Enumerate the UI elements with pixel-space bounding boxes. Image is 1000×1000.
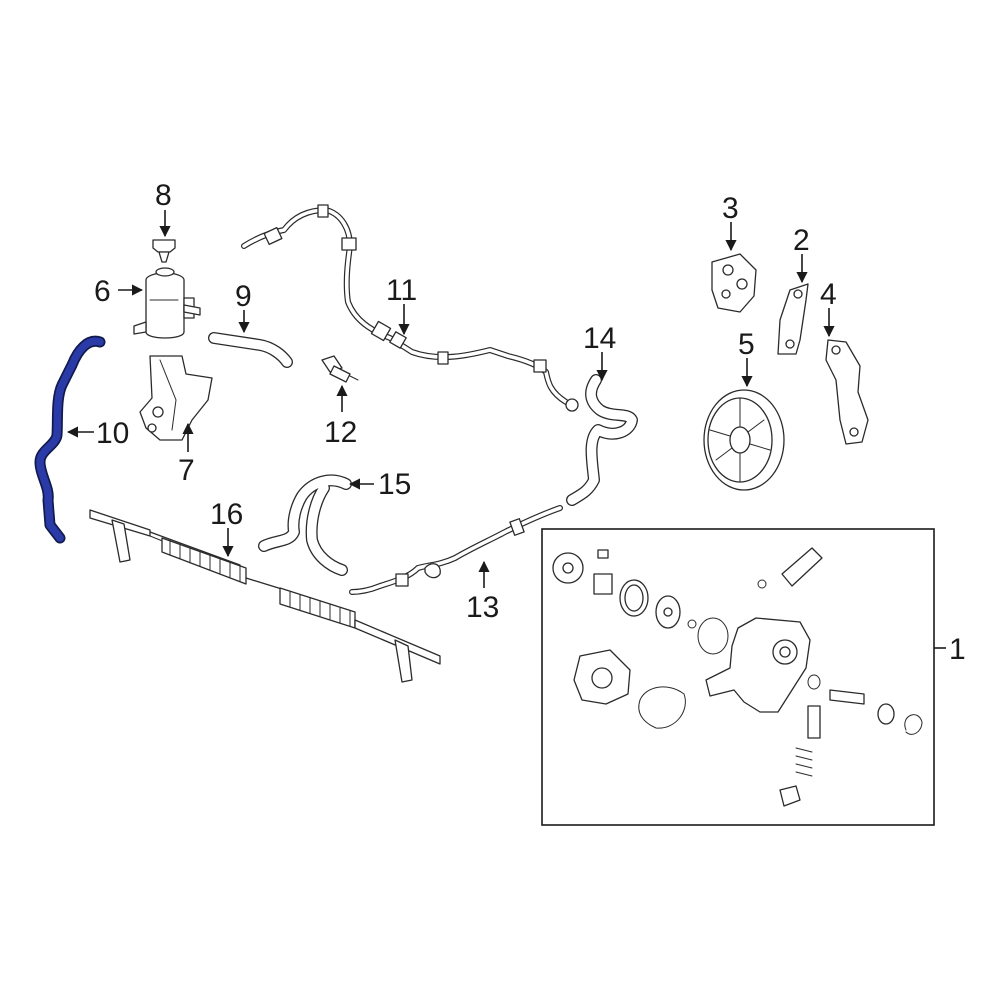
part-7-reservoir-bracket[interactable] — [139, 355, 213, 441]
part-6-reservoir[interactable] — [133, 267, 201, 339]
part-11-pressure-hose[interactable] — [241, 204, 579, 412]
part-3-pump-bracket[interactable] — [711, 253, 757, 313]
callout-5: 5 — [738, 328, 755, 361]
callout-11: 11 — [386, 274, 417, 307]
part-15-return-hose[interactable] — [258, 474, 352, 576]
callout-13: 13 — [466, 591, 499, 624]
callout-9: 9 — [235, 280, 252, 313]
callout-12: 12 — [324, 416, 357, 449]
part-10-return-hose[interactable] — [34, 335, 106, 544]
callout-8: 8 — [155, 179, 172, 212]
callout-15: 15 — [378, 468, 411, 501]
callout-16: 16 — [210, 498, 243, 531]
leader-lines — [66, 210, 946, 649]
callout-14: 14 — [583, 322, 616, 355]
callout-3: 3 — [722, 192, 739, 225]
part-14-return-hose[interactable] — [566, 374, 638, 506]
part-13-return-line[interactable] — [349, 505, 563, 595]
callout-7: 7 — [178, 454, 195, 487]
callout-2: 2 — [793, 224, 810, 257]
part-9-supply-hose[interactable] — [208, 332, 293, 368]
callout-4: 4 — [820, 278, 837, 311]
callout-labels: 1 2 3 4 5 6 7 8 9 10 11 12 13 14 15 16 — [94, 179, 966, 666]
callout-10: 10 — [96, 417, 129, 450]
part-2-adjuster-bracket[interactable] — [777, 283, 809, 355]
part-8-reservoir-cap[interactable] — [152, 239, 176, 263]
part-5-pump-pulley[interactable] — [703, 389, 785, 491]
callout-1: 1 — [949, 633, 966, 666]
part-4-mounting-bracket[interactable] — [825, 339, 869, 445]
part-1-pump-assembly[interactable] — [552, 547, 923, 807]
part-16-steering-rack[interactable] — [89, 509, 441, 683]
callout-6: 6 — [94, 275, 111, 308]
part-12-pressure-switch[interactable] — [321, 355, 359, 383]
part-1-kit-box — [541, 528, 935, 826]
